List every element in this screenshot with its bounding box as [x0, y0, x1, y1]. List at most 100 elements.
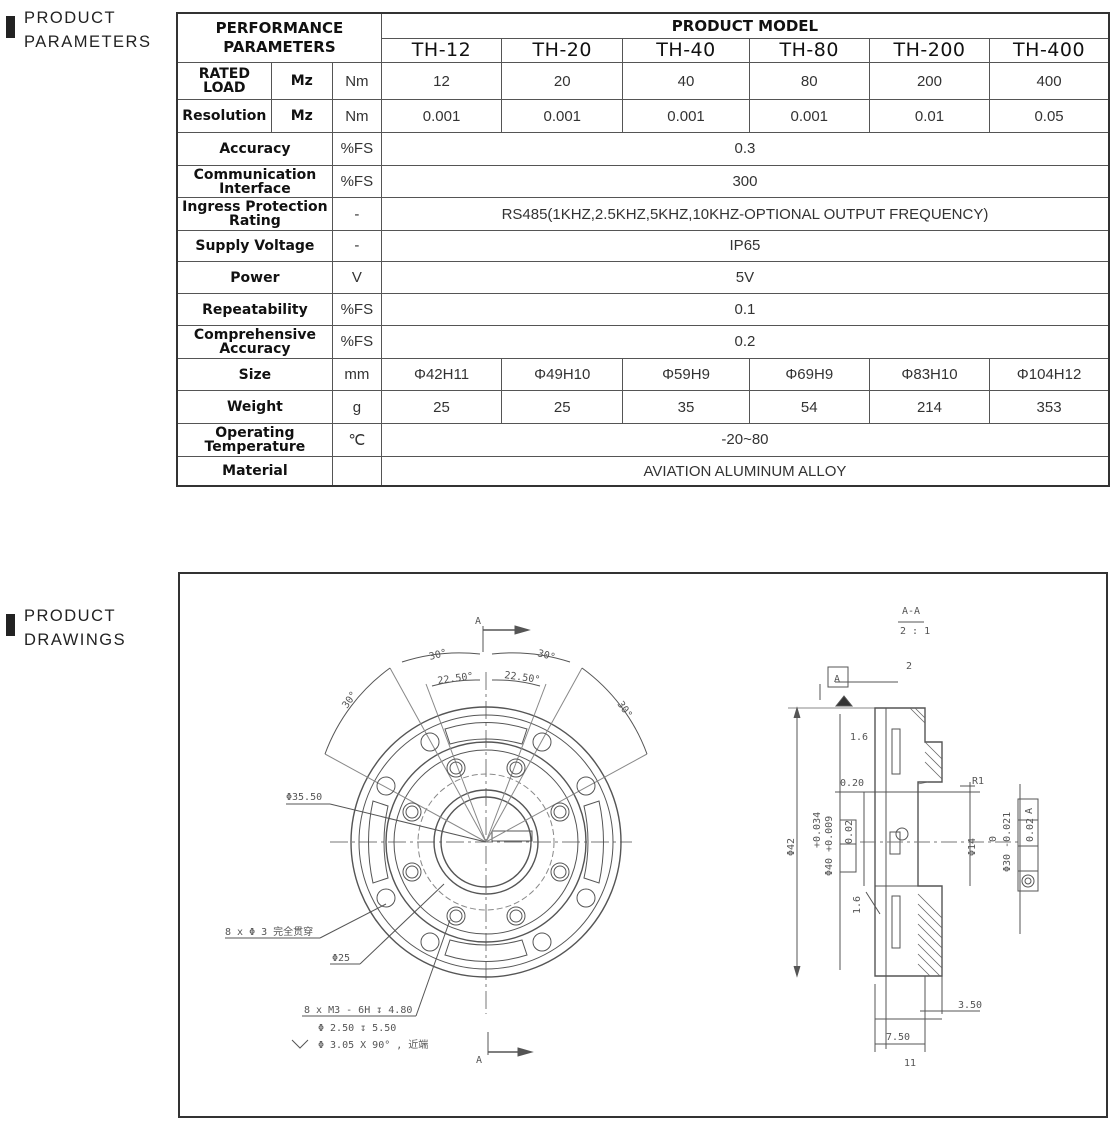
row-label: Communication Interface [176, 165, 333, 199]
diameter-3550-label: Φ35.50 [286, 792, 322, 803]
cell-value: 54 [748, 390, 870, 424]
header-product-model: PRODUCT MODEL [380, 12, 1110, 39]
row-unit [331, 456, 382, 487]
heading-bar [6, 16, 15, 38]
thread-label-2: Φ 2.50 ↧ 5.50 [318, 1023, 396, 1034]
section-heading-drawings: PRODUCT DRAWINGS [6, 604, 126, 652]
table-row-ingress: Ingress Protection Rating - RS485(1KHZ,2… [176, 197, 1110, 231]
cell-value: 80 [748, 62, 870, 101]
thread-label-3: Φ 3.05 X 90° , 近端 [318, 1038, 428, 1051]
row-unit: V [331, 261, 382, 295]
row-label: Material [176, 456, 333, 487]
diameter-30-tol-label: 0 [988, 836, 999, 842]
angle-label: 30° [340, 690, 359, 711]
table-row-material: Material AVIATION ALUMINUM ALLOY [176, 456, 1110, 487]
row-label: RATED LOAD [176, 62, 272, 101]
cell-value: -20~80 [380, 422, 1110, 458]
row-label: Repeatability [176, 293, 333, 326]
table-row-communication: Communication Interface %FS 300 [176, 165, 1110, 199]
cell-value: RS485(1KHZ,2.5KHZ,5KHZ,10KHZ-OPTIONAL OU… [380, 197, 1110, 231]
row-unit: %FS [331, 293, 382, 326]
model-th-400: TH-400 [989, 37, 1110, 64]
diameter-14-label: Φ14 [967, 838, 978, 856]
cell-value: 400 [989, 62, 1110, 101]
heading-line-1: PRODUCT [24, 607, 117, 625]
technical-drawing: A A 30° 30° 30° 30° 22.50° 22.50° Φ35.50… [225, 606, 1039, 1069]
row-label: Operating Temperature [176, 422, 333, 458]
diameter-40-tol-label: +0.034 [812, 812, 823, 848]
cell-value: 5V [380, 261, 1110, 295]
table-row-operating-temp: Operating Temperature ℃ -20~80 [176, 422, 1110, 458]
thread-label-1: 8 x M3 - 6H ↧ 4.80 [304, 1005, 412, 1016]
cell-value: 0.05 [989, 99, 1110, 133]
cell-value: 40 [622, 62, 750, 101]
table-row-accuracy: Accuracy %FS 0.3 [176, 131, 1110, 167]
cell-value: 25 [380, 390, 503, 424]
header-performance-parameters: PERFORMANCE PARAMETERS [176, 12, 382, 64]
cell-value: 0.1 [380, 293, 1110, 326]
product-drawing-frame: A A 30° 30° 30° 30° 22.50° 22.50° Φ35.50… [178, 572, 1108, 1118]
dim-750-label: 7.50 [886, 1032, 910, 1043]
row-unit: mm [331, 358, 382, 392]
model-th-12: TH-12 [380, 37, 503, 64]
cell-value: 12 [380, 62, 503, 101]
cell-value: Φ42H11 [380, 358, 503, 392]
row-unit: g [331, 390, 382, 424]
row-label: Weight [176, 390, 333, 424]
section-title: A-A [902, 606, 920, 617]
cell-value: 353 [989, 390, 1110, 424]
cell-value: 0.001 [748, 99, 870, 133]
row-sublabel: Mz [270, 99, 333, 133]
cell-value: Φ59H9 [622, 358, 750, 392]
angle-label: 30° [536, 648, 556, 663]
section-heading-parameters: PRODUCT PARAMETERS [6, 6, 151, 54]
heading-line-2: DRAWINGS [24, 631, 127, 649]
row-unit: %FS [331, 324, 382, 360]
diameter-30-label: Φ30 -0.021 [1002, 812, 1013, 872]
cell-value: 0.01 [868, 99, 991, 133]
datum-label: A [834, 674, 840, 685]
model-th-40: TH-40 [622, 37, 750, 64]
cell-value: Φ49H10 [501, 358, 624, 392]
cell-value: IP65 [380, 229, 1110, 263]
cell-value: 0.001 [501, 99, 624, 133]
cell-value: AVIATION ALUMINUM ALLOY [380, 456, 1110, 487]
table-row-repeatability: Repeatability %FS 0.1 [176, 293, 1110, 326]
cell-value: 35 [622, 390, 750, 424]
holes-label: 8 x Φ 3 完全贯穿 [225, 925, 313, 938]
cell-value: 0.001 [622, 99, 750, 133]
cell-value: 214 [868, 390, 991, 424]
row-label: Power [176, 261, 333, 295]
concentricity-datum-label: A [1024, 808, 1035, 814]
row-sublabel: Mz [270, 62, 333, 101]
angle-label: 22.50° [504, 670, 541, 686]
dim-2-label: 2 [906, 661, 912, 672]
heading-line-2: PARAMETERS [24, 33, 152, 51]
model-th-20: TH-20 [501, 37, 624, 64]
row-label: Accuracy [176, 131, 333, 167]
row-label: Supply Voltage [176, 229, 333, 263]
diameter-42-label: Φ42 [786, 838, 797, 856]
r1-label: R1 [972, 776, 984, 787]
diameter-40-label: Φ40 +0.009 [824, 816, 835, 876]
table-row-rated-load: RATED LOAD Mz Nm 12 20 40 80 200 400 [176, 62, 1110, 101]
concentricity-tol-label: 0.02 [1025, 818, 1036, 842]
cell-value: Φ69H9 [748, 358, 870, 392]
section-mark-top-label: A [475, 616, 481, 627]
angle-label: 30° [428, 648, 448, 663]
table-row-resolution: Resolution Mz Nm 0.001 0.001 0.001 0.001… [176, 99, 1110, 133]
section-scale: 2 : 1 [900, 626, 930, 637]
row-label: Size [176, 358, 333, 392]
diameter-25-label: Φ25 [332, 953, 350, 964]
row-unit: Nm [331, 99, 382, 133]
row-unit: Nm [331, 62, 382, 101]
row-label: Resolution [176, 99, 272, 133]
section-view [788, 621, 1039, 1052]
row-unit: ℃ [331, 422, 382, 458]
heading-line-1: PRODUCT [24, 9, 117, 27]
front-view [225, 625, 648, 1057]
model-th-80: TH-80 [748, 37, 870, 64]
cell-value: 25 [501, 390, 624, 424]
model-th-200: TH-200 [868, 37, 991, 64]
heading-bar [6, 614, 15, 636]
